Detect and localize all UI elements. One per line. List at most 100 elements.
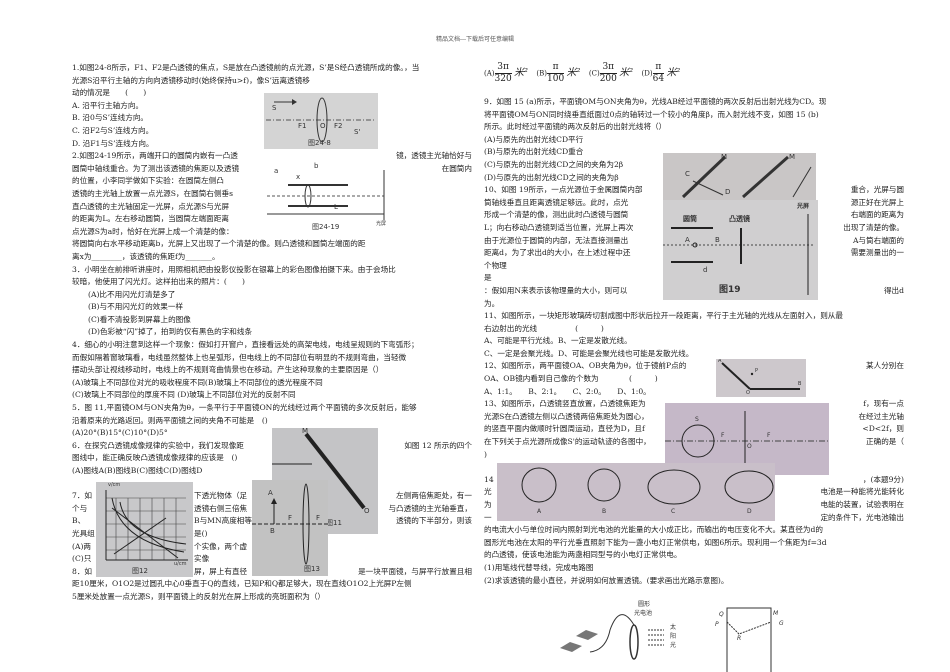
option: (B)与不用闪光灯的效果一样 [88,302,184,312]
label-b: B [715,236,720,244]
option: (A)20°(B)15°(C)10°(D)5° [72,428,168,438]
text-line: 是() [194,528,208,538]
text-line: 如图 12 所示的四个 [404,440,472,450]
text-line: 右边射出的光线 ( ) [484,323,604,333]
figure-13: A B F F 图13 [252,480,328,576]
text-line: 筒轴线垂直且距离透镜足够远。此时，点光源正好在光屏上 [484,197,904,210]
text-left: 形成一个清楚的像，测出此时凸透镜与圆筒 [484,210,629,220]
text-line: 光源S在凸透镜左侧以凸透镜两倍焦距处为圆心，在经过主光轴 [484,411,904,424]
text-line: 与凸透镜的主光轴垂直， [388,503,472,513]
left-column: 1.如图24-8所示，F1、F2是凸透镜的焦点，S是放在凸透镜前的点光源，S’是… [72,62,472,604]
option: (A)玻璃上不同部位对光的吸收程度不同(B)玻璃上不同部位的透光程度不同 [72,377,323,387]
label-f: F [721,432,725,439]
trajectory-options [521,467,774,505]
text-line: 透镜右侧三倍焦 [194,503,248,513]
text-line: 为。 [484,298,904,311]
figure-caption: 图12 [132,567,148,575]
text-line: L；向右移动凸透镜到适当位置，光屏上再次 出现了清楚的像。 [484,222,904,235]
label-d: d [703,266,708,274]
text-line: A、1:1。 B、2:1。 C、2:0。 D、1:0。 [484,386,904,399]
label-l: L [334,203,338,211]
text-line: 6．在探究凸透镜成像规律的实验中，我们发现像距 [72,440,244,450]
option-label[interactable]: B [602,508,607,515]
option: A. 沿平行主轴方向。 [72,100,144,110]
label-m: M [789,153,796,161]
text-line: B与MN高度相等 [194,516,252,526]
figure-caption: 图24-8 [308,139,331,147]
text-line: OA、OB镜内看到自己像的个数为 ( ) [484,373,904,386]
text-line: 下透光物体（足 [194,491,248,501]
text-right: 在经过主光轴 [858,411,904,421]
text-line: 而假如隔着窗玻璃看，电线虽然整体上也呈弧形，但电线上的不同部位有明显的不规则弯曲… [72,352,407,362]
text-left: 的竖直平面内做顺时针圆周运动，直径为D，且f [484,424,645,434]
label-a: A [268,489,273,497]
label-tube: 圆筒 [683,215,697,223]
label-m: M [721,153,728,161]
text-left: 12、如图所示，两平面镜OA、OB夹角为θ，位于镜前P点的 [484,361,687,371]
circuit-diagram [560,614,664,660]
text-line: 光具组 [72,528,95,538]
option-label[interactable]: D [747,508,752,515]
text-line: 是 [484,272,904,285]
y-axis-label: v/cm [108,482,121,488]
text-line: B、 [72,516,86,526]
text-line: 10、如图 19所示，一点光源位于金属圆筒内部重合，光屏与圆 [484,184,904,197]
text-line: 光电池是一种能将光能转化 [484,486,904,499]
text-line: 的电流大小与单位时间内照射到光电池的光能量的大小成正比，而输出的电压变化不大。某… [484,525,823,535]
text-line: 的凸透镜，使该电池能为两盏相同型号的小电灯正常供电。 [484,550,682,560]
label-b: B [270,527,275,535]
text-line: 左侧两倍焦距处，有一 [396,491,472,501]
text-left: L；向右移动凸透镜到适当位置，光屏上再次 [484,222,634,232]
text-left: 10、如图 19所示，一点光源位于金属圆筒内部 [484,185,643,195]
text-line: 将圆筒向右水平移动距离b，光屏上又出现了一个清楚的像。则凸透镜和圆筒左端面的距 [72,239,366,249]
text-left: 14 [484,474,494,484]
text-right: A与筒右端面的 [852,235,904,245]
label: 光 [670,642,677,649]
label: 阳 [670,633,677,640]
mirror-diagram [272,432,366,510]
text-line: 透镜的下半部分，则该 [396,516,472,526]
text-line: 摆动头部让视线移动时，电线上的不规则弯曲情景也在移动。产生这种现象的主要原因是（… [72,365,384,375]
text-line: 将平面镜OM与ON同时绕垂直纸面过0点的轴转过一个较小的角度β，而入射光线不变，… [484,109,819,119]
text-right: 出现了清楚的像。 [843,222,904,232]
text-left: 一 [484,512,492,522]
label-screen: 光屏 [797,203,810,210]
label-f: F [288,514,293,522]
label: 光电池 [634,610,653,617]
option-label[interactable]: C [671,508,676,515]
option: (D)与原先的出射光线CD之间的夹角为β [484,172,619,182]
text-right: <D<2f，则 [862,424,904,434]
text-line: 形成一个清楚的像，测出此时凸透镜与圆筒右端面的距离为 [484,209,904,222]
text-left: 筒轴线垂直且距离透镜足够远。此时，点光 [484,197,629,207]
text-line: 7．如 [72,491,93,501]
text-line: 所示。此时经过平面镜的两次反射后的出射光线将（） [484,122,667,132]
text-line: 在下列关于点光源所成像S'的运动轨迹的各图中，正确的是（ [484,436,904,449]
text-right: 电能的装置，试验表明在 [820,500,904,509]
label-b: B [798,381,802,387]
figure-caption: 图13 [304,565,320,573]
figure-15: M C D M [663,153,816,200]
text-line: 圆形光电池在太阳的平行光垂直照射下能为一盏小电灯正常供电，如图6所示。现利用一个… [484,537,827,547]
option: A、可能是平行光线。B、一定是发散光线。 [484,336,632,346]
text-line: 12、如图所示，两平面镜OA、OB夹角为θ，位于镜前P点的 某人分别在 [484,360,904,373]
label-p: P [715,621,719,628]
label: 太 [670,624,677,631]
text-right: f，现有一点 [863,399,904,409]
text-line: (1)用笔线代替导线，完成电路图 [484,562,594,572]
question-10: 10、如图 19所示，一点光源位于金属圆筒内部重合，光屏与圆筒轴线垂直且距离透镜… [484,184,904,310]
option: C、一定是会聚光线。D、可能是会聚光线也可能是发散光线。 [484,348,694,358]
text-line: 动的情况是 ( ) [72,88,147,98]
glass-block-diagram [726,607,772,672]
text-right: 某人分别在 [866,361,904,371]
text-line: 2.如图24-19所示，两端开口的圆筒内嵌有一凸透 [72,151,238,161]
label-o: O [746,390,750,396]
option-label[interactable]: A [537,508,542,515]
text-left: 13、如图所示，凸透镜竖直放置，凸透镜焦距为 [484,399,646,409]
text-left: 为 [484,500,492,509]
text-line: 一定的条件下，光电池输出 [484,512,904,525]
text-line: ) [484,449,904,462]
